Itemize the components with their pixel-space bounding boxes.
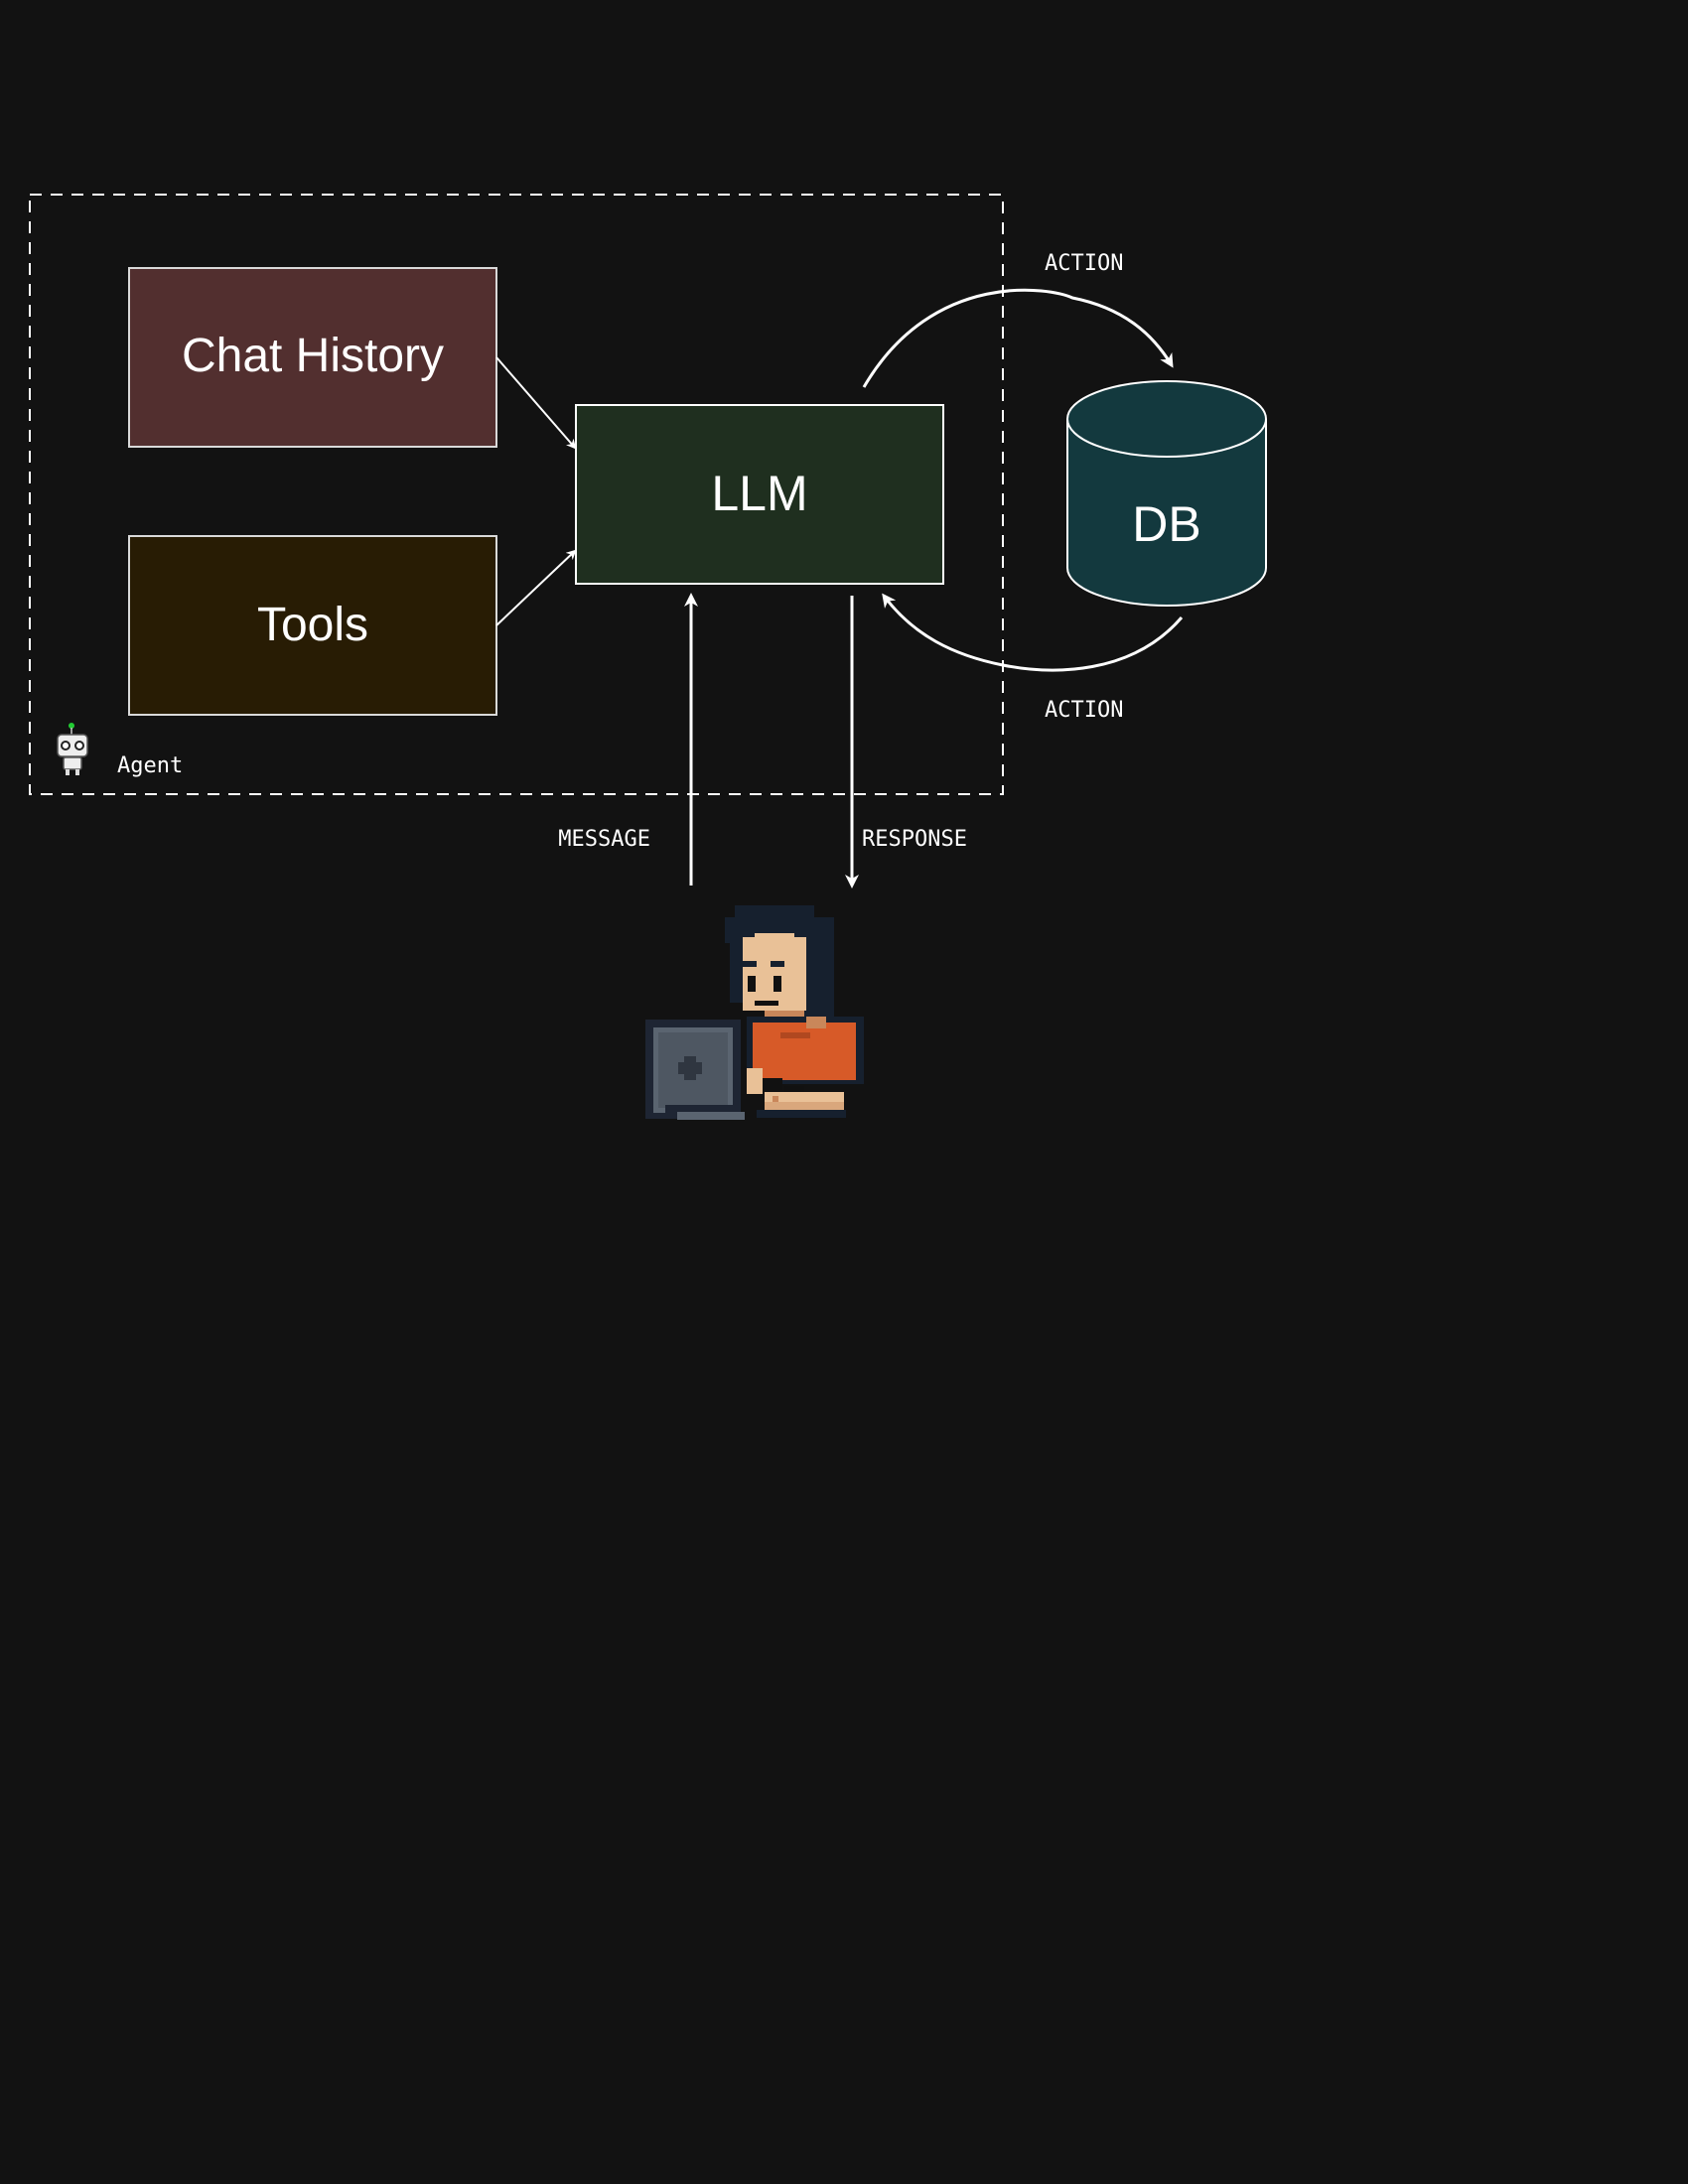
robot-icon (57, 723, 88, 775)
action-bottom-label: ACTION (1045, 698, 1123, 723)
tools-label: Tools (257, 599, 368, 651)
user-at-laptop-icon (645, 905, 864, 1120)
llm-label: LLM (711, 466, 807, 521)
action-top-label: ACTION (1045, 251, 1123, 276)
llm-node: LLM (575, 404, 944, 585)
db-to-llm-action-arrow (882, 593, 1184, 672)
tools-box (128, 535, 497, 716)
tools-to-llm-arrow (495, 549, 577, 626)
agent-boundary (29, 194, 1004, 795)
chat-history-box (128, 267, 497, 448)
db-label: DB (1132, 496, 1200, 552)
chat-history-to-llm-arrow (495, 356, 577, 450)
llm-box (575, 404, 944, 585)
db-cylinder-top (1066, 380, 1267, 458)
chat-history-label: Chat History (182, 330, 444, 382)
chat-history-node: Chat History (128, 267, 497, 448)
db-node: DB (1066, 380, 1267, 607)
agent-label: Agent (117, 753, 183, 778)
response-label: RESPONSE (862, 827, 967, 852)
tools-node: Tools (128, 535, 497, 716)
message-label: MESSAGE (558, 827, 650, 852)
llm-to-db-action-arrow (862, 288, 1174, 388)
db-cylinder-body (1066, 419, 1267, 607)
